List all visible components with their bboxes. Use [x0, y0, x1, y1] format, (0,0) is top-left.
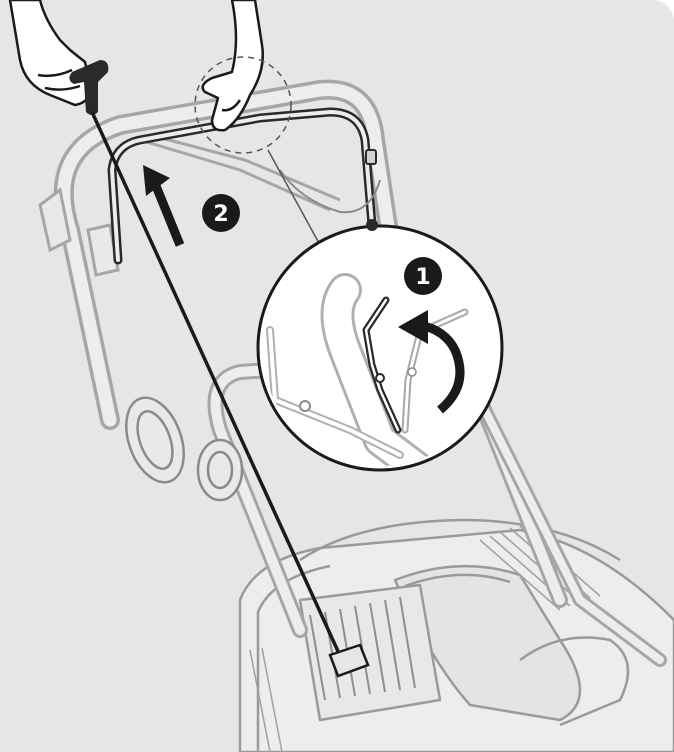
- step-1-badge: 1: [404, 257, 442, 295]
- step-2-badge: 2: [202, 194, 240, 232]
- step-1-number: 1: [415, 265, 430, 290]
- left-hand: [10, 0, 90, 105]
- detail-inset: 1: [258, 226, 502, 470]
- step-2-number: 2: [213, 202, 228, 227]
